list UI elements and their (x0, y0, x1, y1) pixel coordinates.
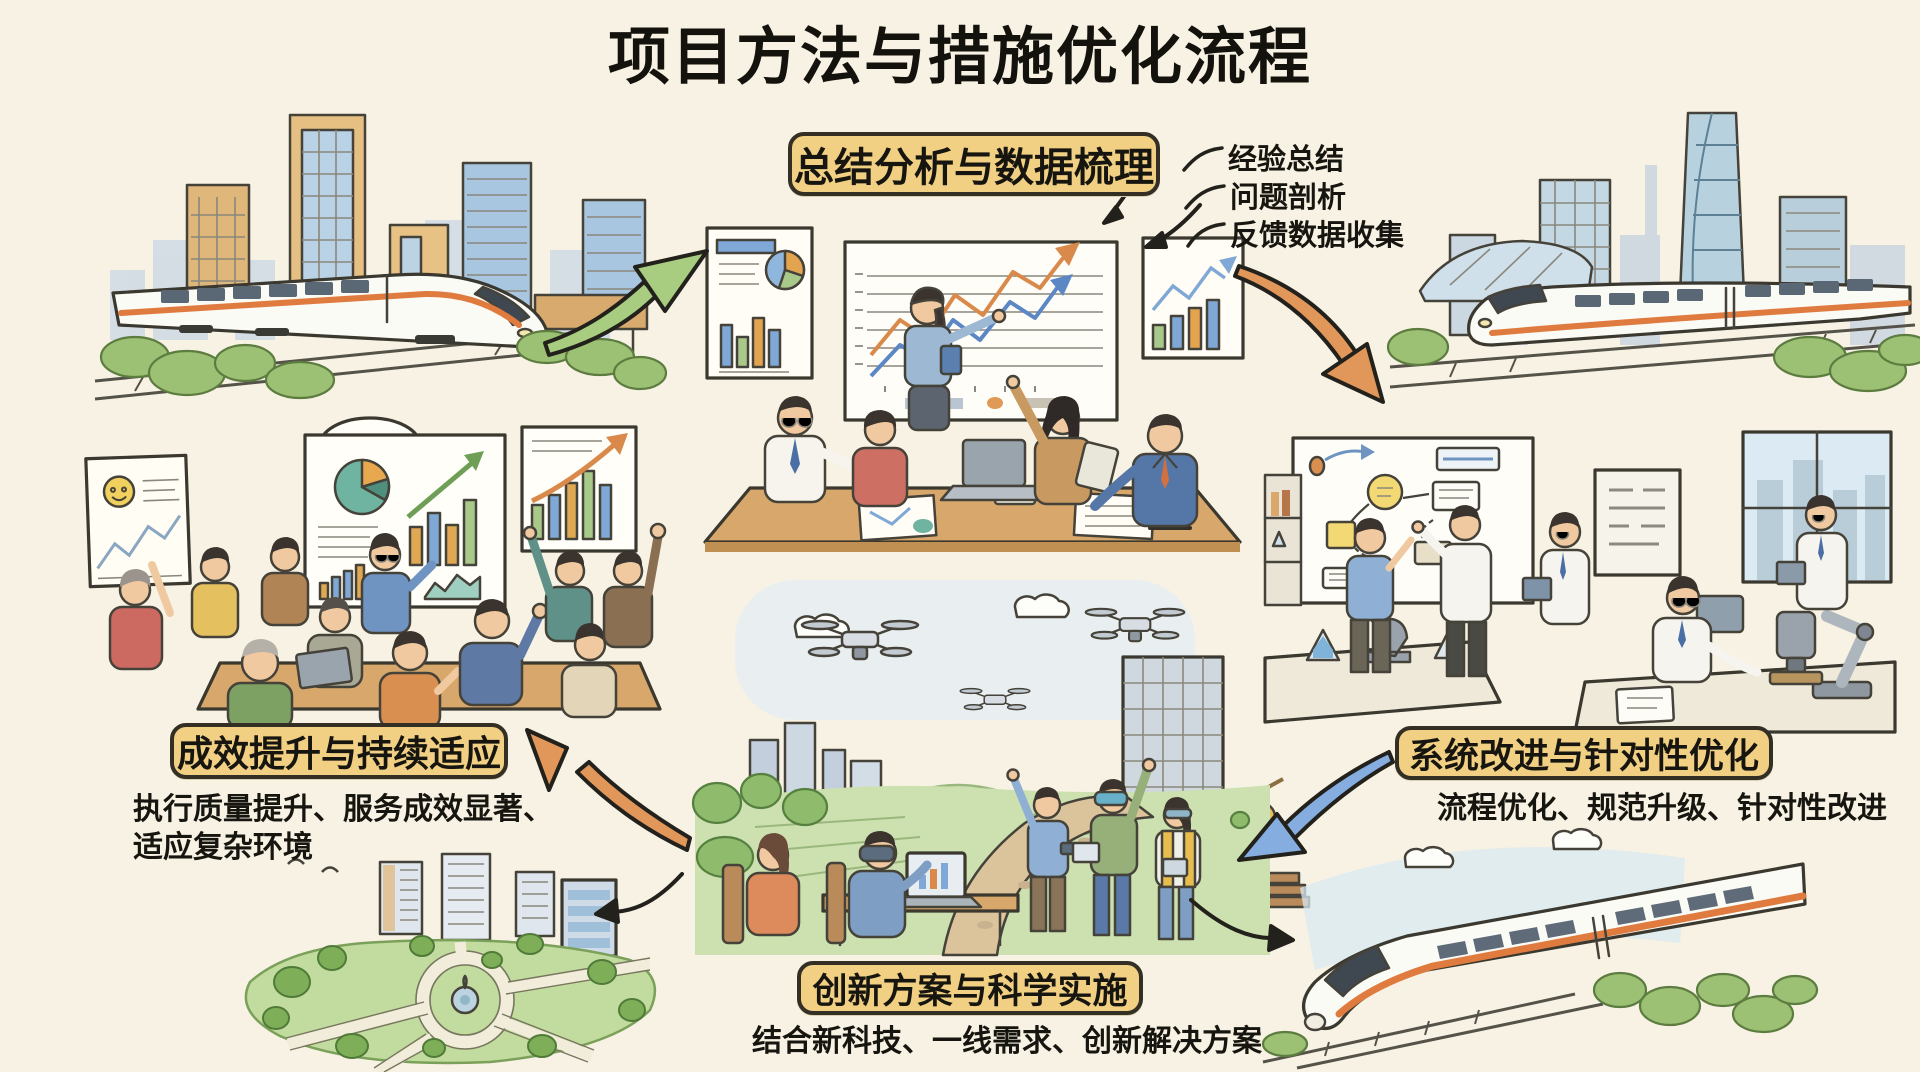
sky-wash (735, 580, 1195, 720)
woman-red-sweater (851, 410, 909, 508)
arrow-green-up-right (543, 249, 709, 357)
annotation-problem: 问题剖析 (1230, 182, 1347, 214)
woman-tan-blazer (1005, 374, 1120, 506)
man-blue-suit (1090, 414, 1199, 528)
arrows-annotation-to-board (1102, 183, 1202, 249)
step-subtitle-improve: 流程优化、规范升级、针对性改进 (1437, 792, 1887, 825)
right-board (520, 425, 638, 553)
bushes (1261, 971, 1819, 1058)
whiteboard-flowchart (1291, 436, 1535, 668)
annotation-tick-marks (1182, 146, 1226, 248)
arrow-black-to-park (594, 872, 684, 924)
lab-optimization-illustration (1263, 430, 1897, 734)
high-speed-train (1302, 862, 1807, 1032)
laptop (939, 438, 1049, 502)
arrow-blue-down-left (1237, 750, 1395, 862)
robot-arm (1768, 610, 1875, 700)
train-city-top-left-illustration (94, 113, 668, 401)
smiley-poster (84, 453, 192, 589)
arrow-orange-down-right (1233, 264, 1385, 404)
arrow-orange-up-left (525, 728, 692, 852)
wall-poster (1593, 468, 1682, 577)
high-speed-train (111, 272, 549, 349)
standing-man-green-vr (1071, 757, 1157, 937)
drone-icon (800, 607, 1186, 711)
arrow-black-to-train (1189, 898, 1295, 952)
lab-people (1345, 495, 1849, 684)
step-label-effect: 成效提升与持续适应 (170, 723, 508, 779)
step-label-innovate: 创新方案与科学实施 (797, 961, 1143, 1015)
meeting-analysis-illustration (703, 226, 1245, 552)
presenter-woman (903, 286, 1007, 432)
field-innovation-illustration (691, 580, 1311, 957)
birds (287, 858, 339, 873)
left-poster (705, 226, 814, 380)
trees (691, 772, 1251, 879)
celebrating-crowd (108, 522, 667, 731)
step-subtitle-effect-line1: 执行质量提升、服务成效显著、 (133, 793, 553, 826)
annotation-feedback: 反馈数据收集 (1230, 220, 1405, 252)
field-plot-lines (754, 810, 1126, 878)
train-bottom-right-illustration (1261, 827, 1819, 1070)
bushes (1386, 327, 1920, 393)
right-poster (1141, 236, 1245, 360)
park-trees (262, 933, 646, 1059)
page-title: 项目方法与措施优化流程 (607, 23, 1312, 92)
whiteboard (843, 240, 1119, 422)
seated-woman (721, 833, 801, 945)
train-city-top-right-illustration (1386, 111, 1920, 393)
step-subtitle-innovate: 结合新科技、一线需求、创新解决方案 (752, 1025, 1262, 1058)
seated-man-vr (825, 831, 932, 945)
step-label-improve: 系统改进与针对性优化 (1395, 726, 1773, 780)
annotation-experience: 经验总结 (1228, 144, 1345, 176)
shelf (1263, 473, 1303, 607)
step-subtitle-effect-line2: 适应复杂环境 (133, 831, 313, 864)
clouds (1403, 827, 1603, 869)
standing-woman-vest (1154, 797, 1202, 941)
high-speed-train (1467, 279, 1912, 347)
clouds (793, 593, 1070, 639)
rail-track (1262, 992, 1604, 1070)
step-label-summary: 总结分析与数据梳理 (788, 132, 1160, 196)
celebration-results-illustration (84, 416, 667, 731)
